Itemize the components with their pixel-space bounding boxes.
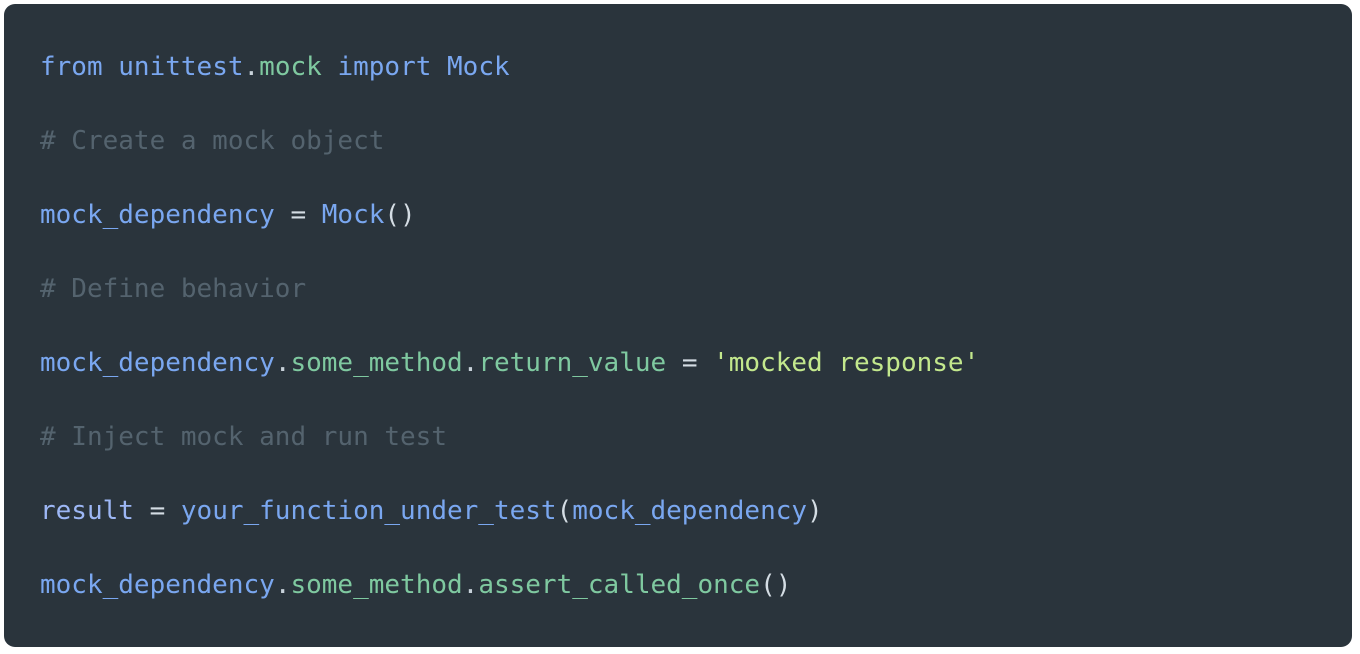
code-token: ) — [807, 496, 823, 526]
code-token: import — [337, 52, 432, 82]
code-token — [431, 52, 447, 82]
code-token: unittest — [118, 52, 244, 82]
code-token: mock_dependency — [40, 570, 275, 600]
code-token: some_method — [290, 570, 463, 600]
code-line: mock_dependency.some_method.return_value… — [4, 326, 1352, 400]
code-token: # Define behavior — [40, 274, 307, 304]
code-token: return_value — [478, 348, 667, 378]
code-token: mock_dependency — [572, 496, 808, 526]
code-line: # Create a mock object — [4, 104, 1352, 178]
code-token: . — [462, 348, 479, 378]
code-token — [165, 496, 181, 526]
code-line: from unittest.mock import Mock — [4, 30, 1352, 104]
code-line: # Inject mock and run test — [4, 400, 1352, 474]
code-token — [306, 200, 322, 230]
code-token: () — [760, 570, 792, 600]
code-token: . — [274, 570, 291, 600]
code-line: mock_dependency = Mock() — [4, 178, 1352, 252]
code-token: = — [149, 496, 166, 526]
code-token: 'mocked response' — [713, 348, 980, 378]
code-token: Mock — [321, 200, 385, 230]
code-token: . — [274, 348, 291, 378]
code-token: Mock — [447, 52, 510, 82]
code-token — [134, 496, 150, 526]
code-token: = — [290, 200, 307, 230]
code-token: () — [384, 200, 416, 230]
code-token — [666, 348, 682, 378]
code-token: assert_called_once — [478, 570, 761, 600]
code-line: # Define behavior — [4, 252, 1352, 326]
code-token — [275, 200, 291, 230]
code-line: mock_dependency.some_method.assert_calle… — [4, 548, 1352, 622]
code-token: result — [40, 496, 134, 526]
code-token — [322, 52, 338, 82]
code-token: mock_dependency — [40, 348, 275, 378]
code-token — [697, 348, 713, 378]
code-token: mock — [259, 52, 322, 82]
code-token: . — [243, 52, 260, 82]
code-token: # Inject mock and run test — [40, 422, 447, 452]
code-token: ( — [556, 496, 573, 526]
code-line: result = your_function_under_test(mock_d… — [4, 474, 1352, 548]
code-lines-container: from unittest.mock import Mock# Create a… — [4, 30, 1352, 622]
code-token: # Create a mock object — [40, 126, 385, 156]
code-token: your_function_under_test — [180, 496, 557, 526]
code-block[interactable]: from unittest.mock import Mock# Create a… — [4, 4, 1352, 647]
code-token: mock_dependency — [40, 200, 275, 230]
code-token: . — [462, 570, 479, 600]
code-token: from — [40, 52, 119, 82]
code-token: = — [681, 348, 698, 378]
code-token: some_method — [290, 348, 463, 378]
